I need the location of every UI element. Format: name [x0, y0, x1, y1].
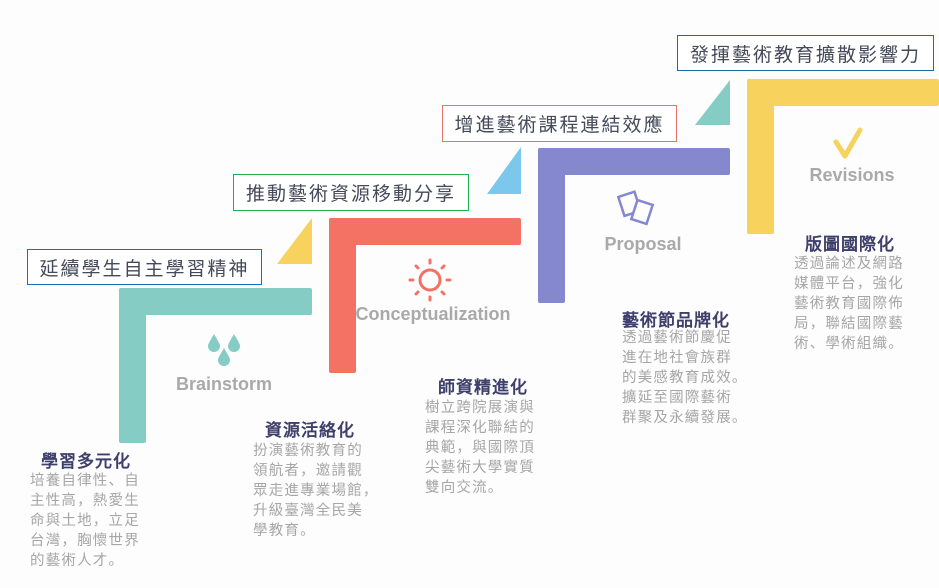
- body-line: 扮演藝術教育的: [253, 443, 363, 459]
- body-line: 尖藝術大學實質: [425, 460, 535, 476]
- goal-label-3: 增進藝術課程連結效應: [442, 105, 677, 142]
- water-drops-icon: [208, 334, 240, 366]
- body-line: 術、學術組織。: [794, 336, 904, 352]
- body-line: 藝術教育國際佈: [794, 296, 904, 312]
- item-title-1: 學習多元化: [41, 452, 131, 472]
- item-title-3: 師資精進化: [438, 378, 528, 398]
- body-line: 媒體平台，強化: [794, 276, 904, 292]
- item-body-2: 扮演藝術教育的 領航者，邀請觀 眾走進專業場館， 升級臺灣全民美 學教育。: [253, 441, 379, 541]
- body-line: 進在地社會族群: [622, 350, 732, 366]
- step-4-horizontal-bar: [747, 79, 939, 106]
- body-line: 局，聯結國際藝: [794, 316, 904, 332]
- stage-name-brainstorm: Brainstorm: [175, 374, 273, 394]
- step-1-triangle: [277, 218, 312, 264]
- step-3-vertical-bar: [538, 148, 565, 303]
- body-line: 眾走進專業場館，: [253, 483, 379, 499]
- step-4-vertical-bar: [747, 79, 774, 234]
- stage-name-revisions: Revisions: [809, 165, 895, 185]
- body-line: 擴延至國際藝術: [622, 390, 732, 406]
- body-line: 樹立跨院展演與: [425, 400, 535, 416]
- item-title-5: 版圖國際化: [805, 235, 895, 255]
- item-title-2: 資源活絡化: [265, 421, 355, 441]
- stage-name-conceptualization: Conceptualization: [355, 304, 511, 324]
- body-line: 台灣，胸懷世界: [30, 533, 140, 549]
- body-line: 升級臺灣全民美: [253, 503, 363, 519]
- body-line: 領航者，邀請觀: [253, 463, 363, 479]
- body-line: 的美感教育成效。: [622, 370, 748, 386]
- item-body-4: 透過藝術節慶促 進在地社會族群 的美感教育成效。 擴延至國際藝術 群聚及永續發展…: [622, 328, 748, 428]
- stage-name-proposal: Proposal: [604, 234, 682, 254]
- step-3-triangle: [695, 80, 730, 125]
- goal-label-1: 延續學生自主學習精神: [27, 249, 262, 285]
- step-1-vertical-bar: [119, 288, 146, 443]
- item-title-4: 藝術節品牌化: [622, 311, 730, 331]
- body-line: 學教育。: [253, 523, 316, 539]
- step-1-horizontal-bar: [119, 288, 312, 315]
- sun-icon: [408, 258, 452, 302]
- papers-icon: [617, 190, 655, 226]
- step-2-triangle: [487, 147, 521, 194]
- checkmark-icon: [833, 127, 863, 159]
- body-line: 課程深化聯結的: [425, 420, 535, 436]
- step-2-vertical-bar: [329, 218, 356, 373]
- item-body-5: 透過論述及網路 媒體平台，強化 藝術教育國際佈 局，聯結國際藝 術、學術組織。: [794, 254, 904, 354]
- body-line: 透過藝術節慶促: [622, 330, 732, 346]
- body-line: 雙向交流。: [425, 480, 504, 496]
- body-line: 典範，與國際頂: [425, 440, 535, 456]
- item-body-1: 培養自律性、自 主性高，熱愛生 命與土地，立足 台灣，胸懷世界 的藝術人才。: [30, 471, 140, 571]
- body-line: 透過論述及網路: [794, 256, 904, 272]
- body-line: 培養自律性、自: [30, 473, 140, 489]
- item-body-3: 樹立跨院展演與 課程深化聯結的 典範，與國際頂 尖藝術大學實質 雙向交流。: [425, 398, 535, 498]
- step-3-horizontal-bar: [538, 148, 730, 175]
- goal-label-4: 發揮藝術教育擴散影響力: [677, 35, 934, 71]
- body-line: 主性高，熱愛生: [30, 493, 140, 509]
- body-line: 群聚及永續發展。: [622, 410, 748, 426]
- goal-label-2: 推動藝術資源移動分享: [233, 174, 469, 211]
- body-line: 的藝術人才。: [30, 553, 125, 569]
- body-line: 命與土地，立足: [30, 513, 140, 529]
- step-2-horizontal-bar: [329, 218, 521, 245]
